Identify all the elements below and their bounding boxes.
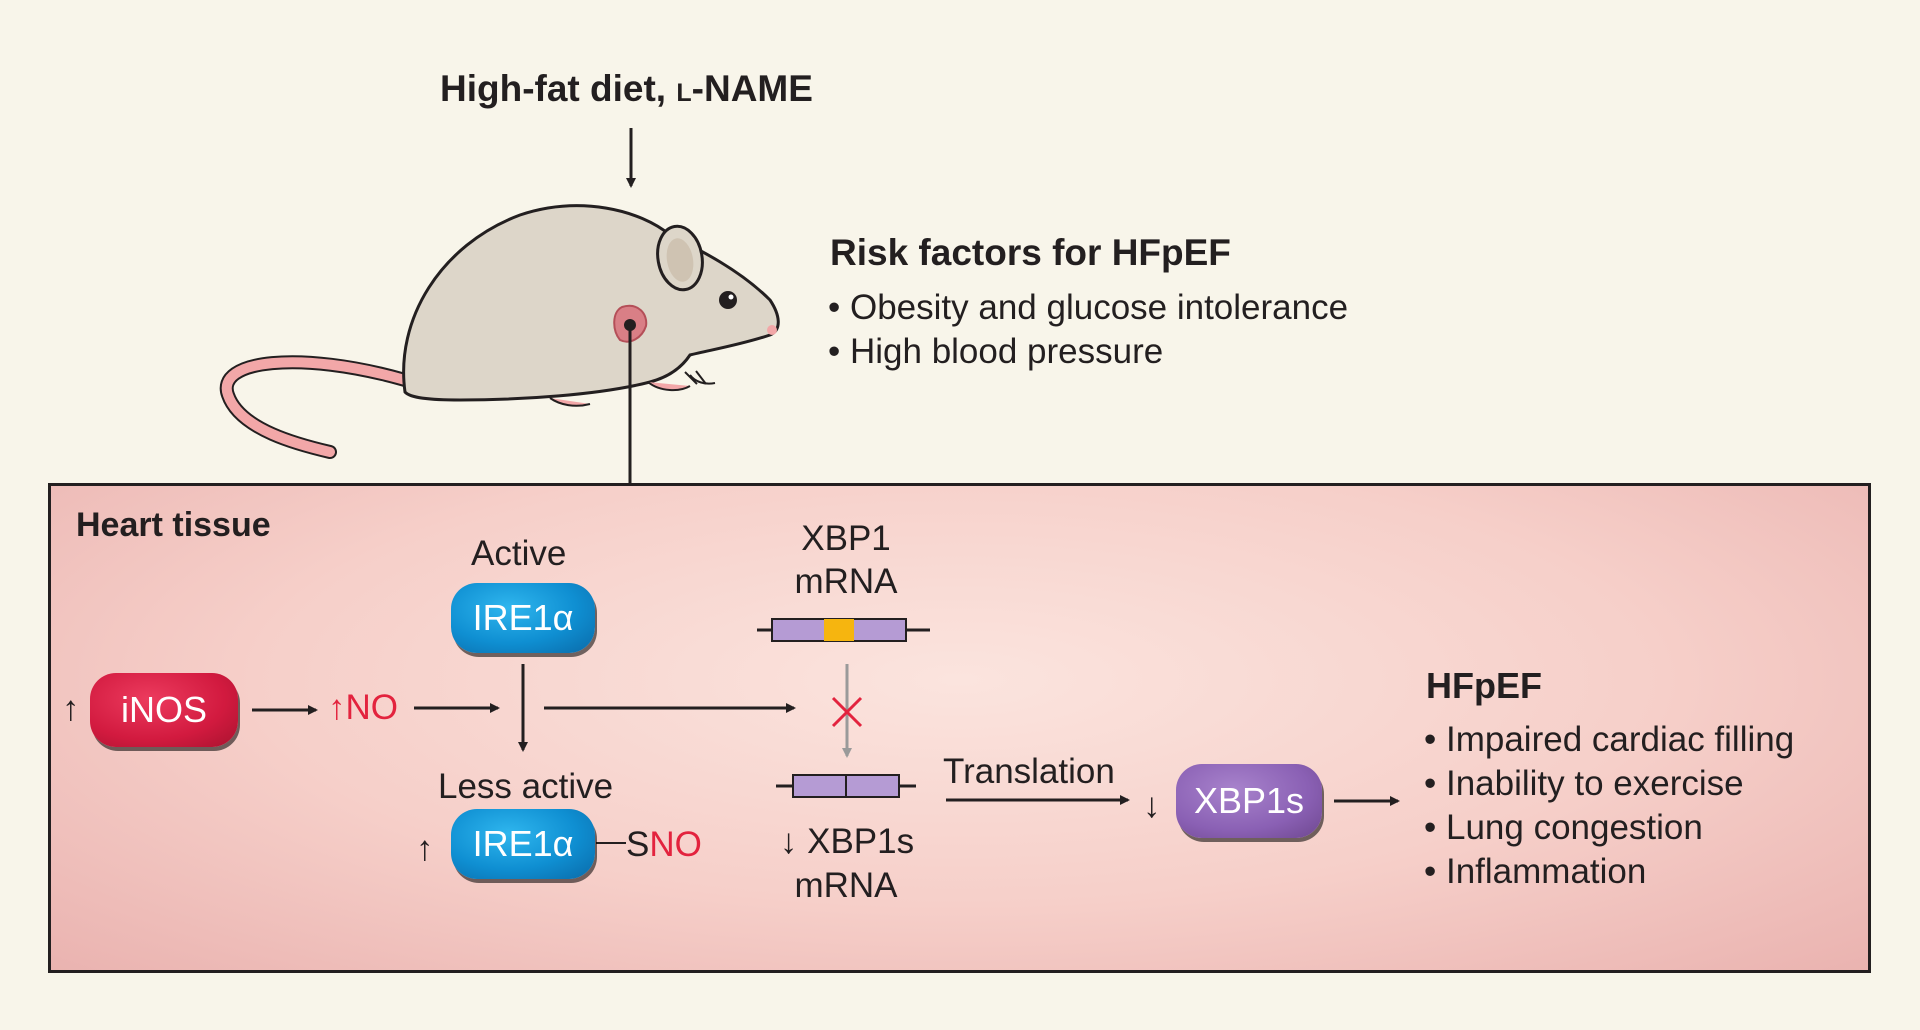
ire1-active-pill: IRE1α xyxy=(451,583,595,653)
mrna-icon xyxy=(757,618,930,642)
no-label: ↑NO xyxy=(328,688,398,727)
hfpef-item: Impaired cardiac filling xyxy=(1424,718,1794,762)
risk-list: Obesity and glucose intolerance High blo… xyxy=(828,286,1348,374)
xbp1s-pill: XBP1s xyxy=(1176,764,1322,838)
active-label: Active xyxy=(471,534,567,573)
hfpef-list: Impaired cardiac filling Inability to ex… xyxy=(1424,718,1794,894)
xbp1-mrna-label-line1: XBP1 xyxy=(801,519,891,558)
hfpef-title: HFpEF xyxy=(1426,665,1542,706)
risk-item: High blood pressure xyxy=(828,330,1348,374)
heart-tissue-label: Heart tissue xyxy=(76,506,271,544)
xbp1s-mrna-label-line1: ↓ XBP1s xyxy=(779,822,915,861)
hfpef-item: Inability to exercise xyxy=(1424,762,1794,806)
block-x-icon xyxy=(831,696,863,728)
risk-title: Risk factors for HFpEF xyxy=(830,232,1231,273)
hfpef-item: Lung congestion xyxy=(1424,806,1794,850)
mouse-illustration xyxy=(219,204,780,459)
ire1-up-arrow: ↑ xyxy=(416,829,434,868)
inos-pill: iNOS xyxy=(90,673,238,747)
ire1-less-active-pill: IRE1α xyxy=(451,809,595,879)
inos-up-arrow: ↑ xyxy=(62,689,80,728)
hfpef-item: Inflammation xyxy=(1424,850,1794,894)
spliced-mrna-icon xyxy=(776,774,916,798)
treatment-label: High-fat diet, l-NAME xyxy=(440,68,813,109)
less-active-label: Less active xyxy=(438,767,614,806)
xbp1-mrna-label-line2: mRNA xyxy=(794,562,898,601)
translation-label: Translation xyxy=(943,752,1115,791)
xbp1s-down-arrow: ↓ xyxy=(1143,786,1161,825)
xbp1s-mrna-label-line2: mRNA xyxy=(794,866,898,905)
sno-label: SNO xyxy=(626,825,702,864)
risk-item: Obesity and glucose intolerance xyxy=(828,286,1348,330)
